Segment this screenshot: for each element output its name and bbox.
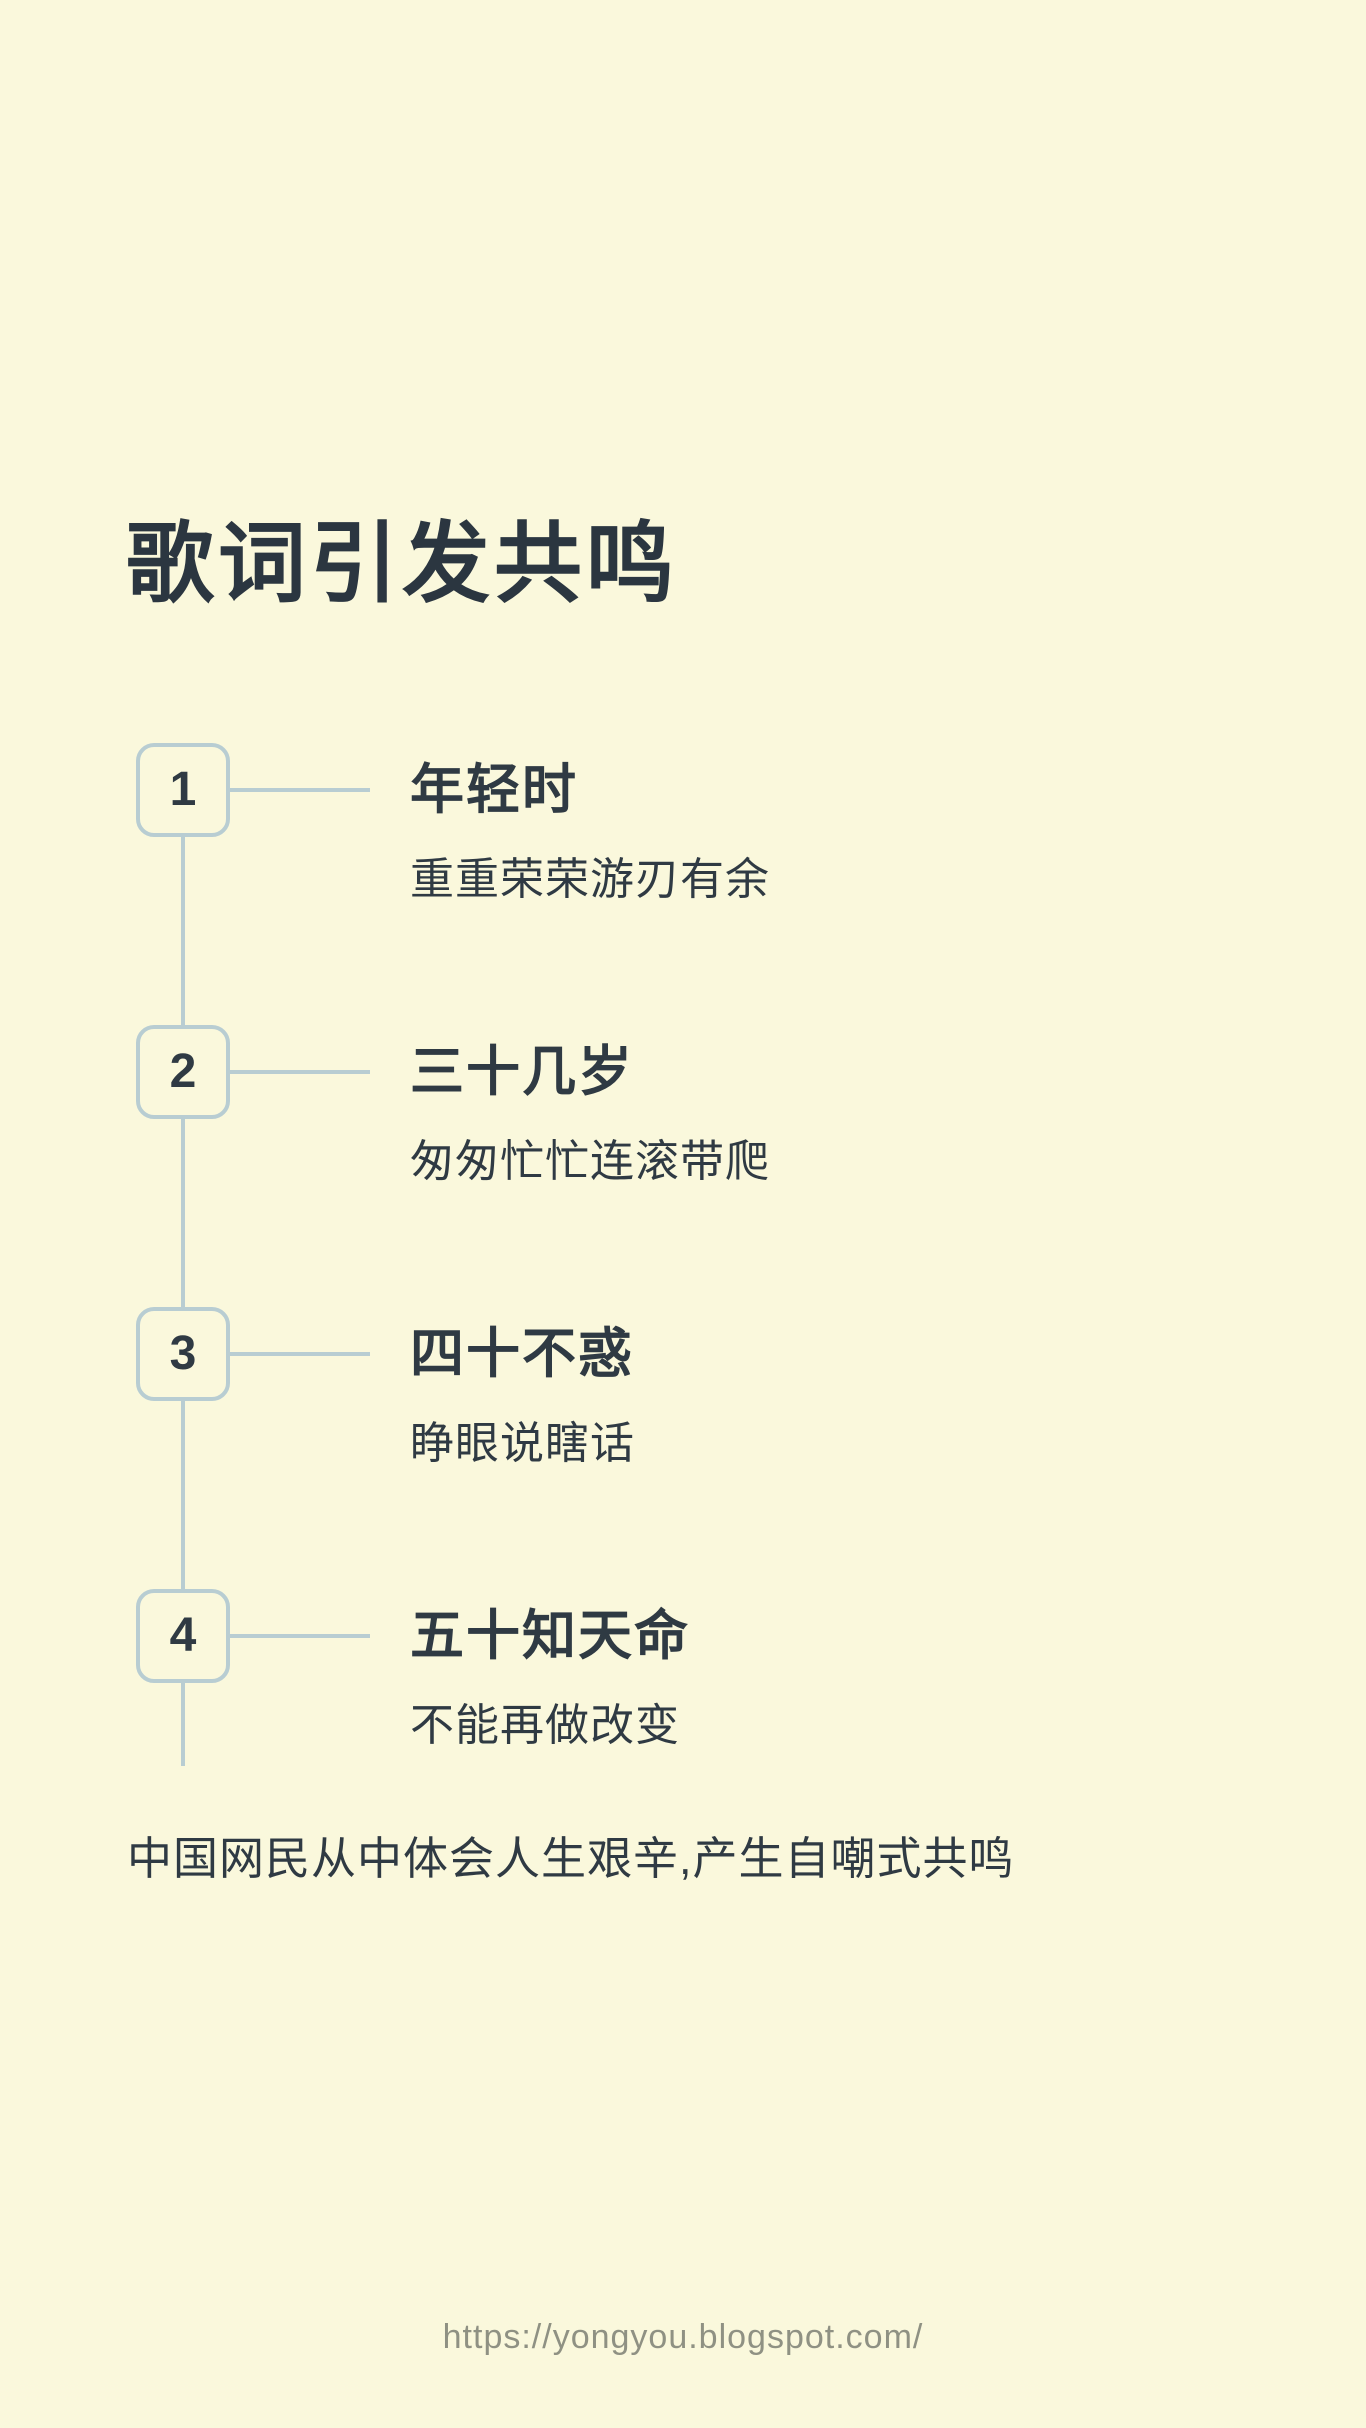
step-number: 3 — [169, 1327, 197, 1380]
step-heading: 三十几岁 — [410, 1042, 634, 1102]
step-connector-line — [228, 1070, 370, 1074]
timeline-vertical-line — [181, 790, 185, 1766]
timeline-step-3: 3 四十不惑 睁眼说瞎话 — [136, 1307, 1256, 1547]
page-title: 歌词引发共鸣 — [126, 514, 679, 613]
step-heading: 五十知天命 — [410, 1606, 690, 1666]
step-text: 年轻时 重重荣荣游刃有余 — [410, 743, 770, 908]
step-number: 2 — [169, 1045, 197, 1098]
step-heading: 年轻时 — [410, 760, 578, 820]
footer-url: https://yongyou.blogspot.com/ — [442, 2318, 924, 2356]
step-subtitle: 不能再做改变 — [410, 1701, 680, 1750]
step-number-box: 4 — [136, 1589, 230, 1683]
step-heading: 四十不惑 — [410, 1324, 634, 1384]
step-text: 三十几岁 匆匆忙忙连滚带爬 — [410, 1025, 770, 1190]
step-number-box: 2 — [136, 1025, 230, 1119]
step-text: 五十知天命 不能再做改变 — [410, 1589, 690, 1754]
timeline-step-2: 2 三十几岁 匆匆忙忙连滚带爬 — [136, 1025, 1256, 1265]
step-text: 四十不惑 睁眼说瞎话 — [410, 1307, 635, 1472]
step-connector-line — [228, 1352, 370, 1356]
step-subtitle: 重重荣荣游刃有余 — [410, 855, 770, 904]
step-number-box: 3 — [136, 1307, 230, 1401]
step-subtitle: 匆匆忙忙连滚带爬 — [410, 1137, 770, 1186]
footer: https://yongyou.blogspot.com/ — [0, 2318, 1366, 2357]
step-subtitle: 睁眼说瞎话 — [410, 1419, 635, 1468]
step-connector-line — [228, 1634, 370, 1638]
summary-text: 中国网民从中体会人生艰辛,产生自嘲式共鸣 — [127, 1833, 1015, 1884]
timeline-step-1: 1 年轻时 重重荣荣游刃有余 — [136, 743, 1256, 983]
timeline-step-4: 4 五十知天命 不能再做改变 — [136, 1589, 1256, 1829]
step-number: 4 — [169, 1609, 197, 1662]
step-number: 1 — [169, 763, 197, 816]
step-connector-line — [228, 788, 370, 792]
step-number-box: 1 — [136, 743, 230, 837]
